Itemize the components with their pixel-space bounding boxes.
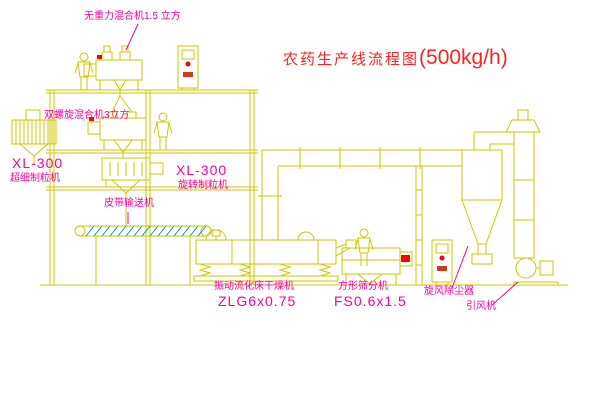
label-mid-granulator-model: XL-300 <box>176 162 228 178</box>
square-sieve <box>341 239 413 285</box>
worker-figure <box>153 112 173 151</box>
label-cyclone: 旋风除尘器 <box>424 286 474 297</box>
cyclone-separator <box>461 131 514 265</box>
top-mixer <box>83 45 143 113</box>
platform-frame <box>46 89 258 285</box>
diagram-title: 农药生产线流程图 (500kg/h) <box>283 46 508 70</box>
label-mid-mixer: 双螺旋混合机3立方 <box>44 110 130 121</box>
control-panel-a <box>177 45 199 90</box>
leader-lines <box>125 23 519 306</box>
label-top-mixer: 无重力混合机1.5 立方 <box>84 11 181 22</box>
mid-granulator <box>101 157 164 226</box>
exhaust-stack <box>505 109 541 259</box>
duct-run <box>258 147 462 240</box>
label-left-granulator-model: XL-300 <box>12 155 64 171</box>
label-sieve-name: 方形筛分机 <box>338 281 388 292</box>
induced-draft-fan <box>513 257 559 286</box>
belt-conveyor <box>74 225 212 285</box>
control-panel-b <box>431 239 453 285</box>
duct-support-column <box>415 166 423 285</box>
label-sieve-model: FS0.6x1.5 <box>334 293 407 309</box>
mid-mixer <box>87 111 147 158</box>
label-fan: 引风机 <box>466 301 496 312</box>
label-belt-conveyor: 皮带输送机 <box>104 198 154 209</box>
label-mid-granulator-name: 旋转制粒机 <box>178 180 228 191</box>
label-left-granulator-name: 超细制粒机 <box>10 173 60 184</box>
label-dryer-name: 振动流化床干燥机 <box>214 281 294 292</box>
diagram-title-text: 农药生产线流程图 <box>283 51 420 68</box>
left-granulator <box>11 109 57 164</box>
label-dryer-model: ZLG6x0.75 <box>218 293 297 309</box>
fluid-bed-dryer <box>193 229 351 282</box>
diagram-title-capacity: (500kg/h) <box>419 46 508 69</box>
